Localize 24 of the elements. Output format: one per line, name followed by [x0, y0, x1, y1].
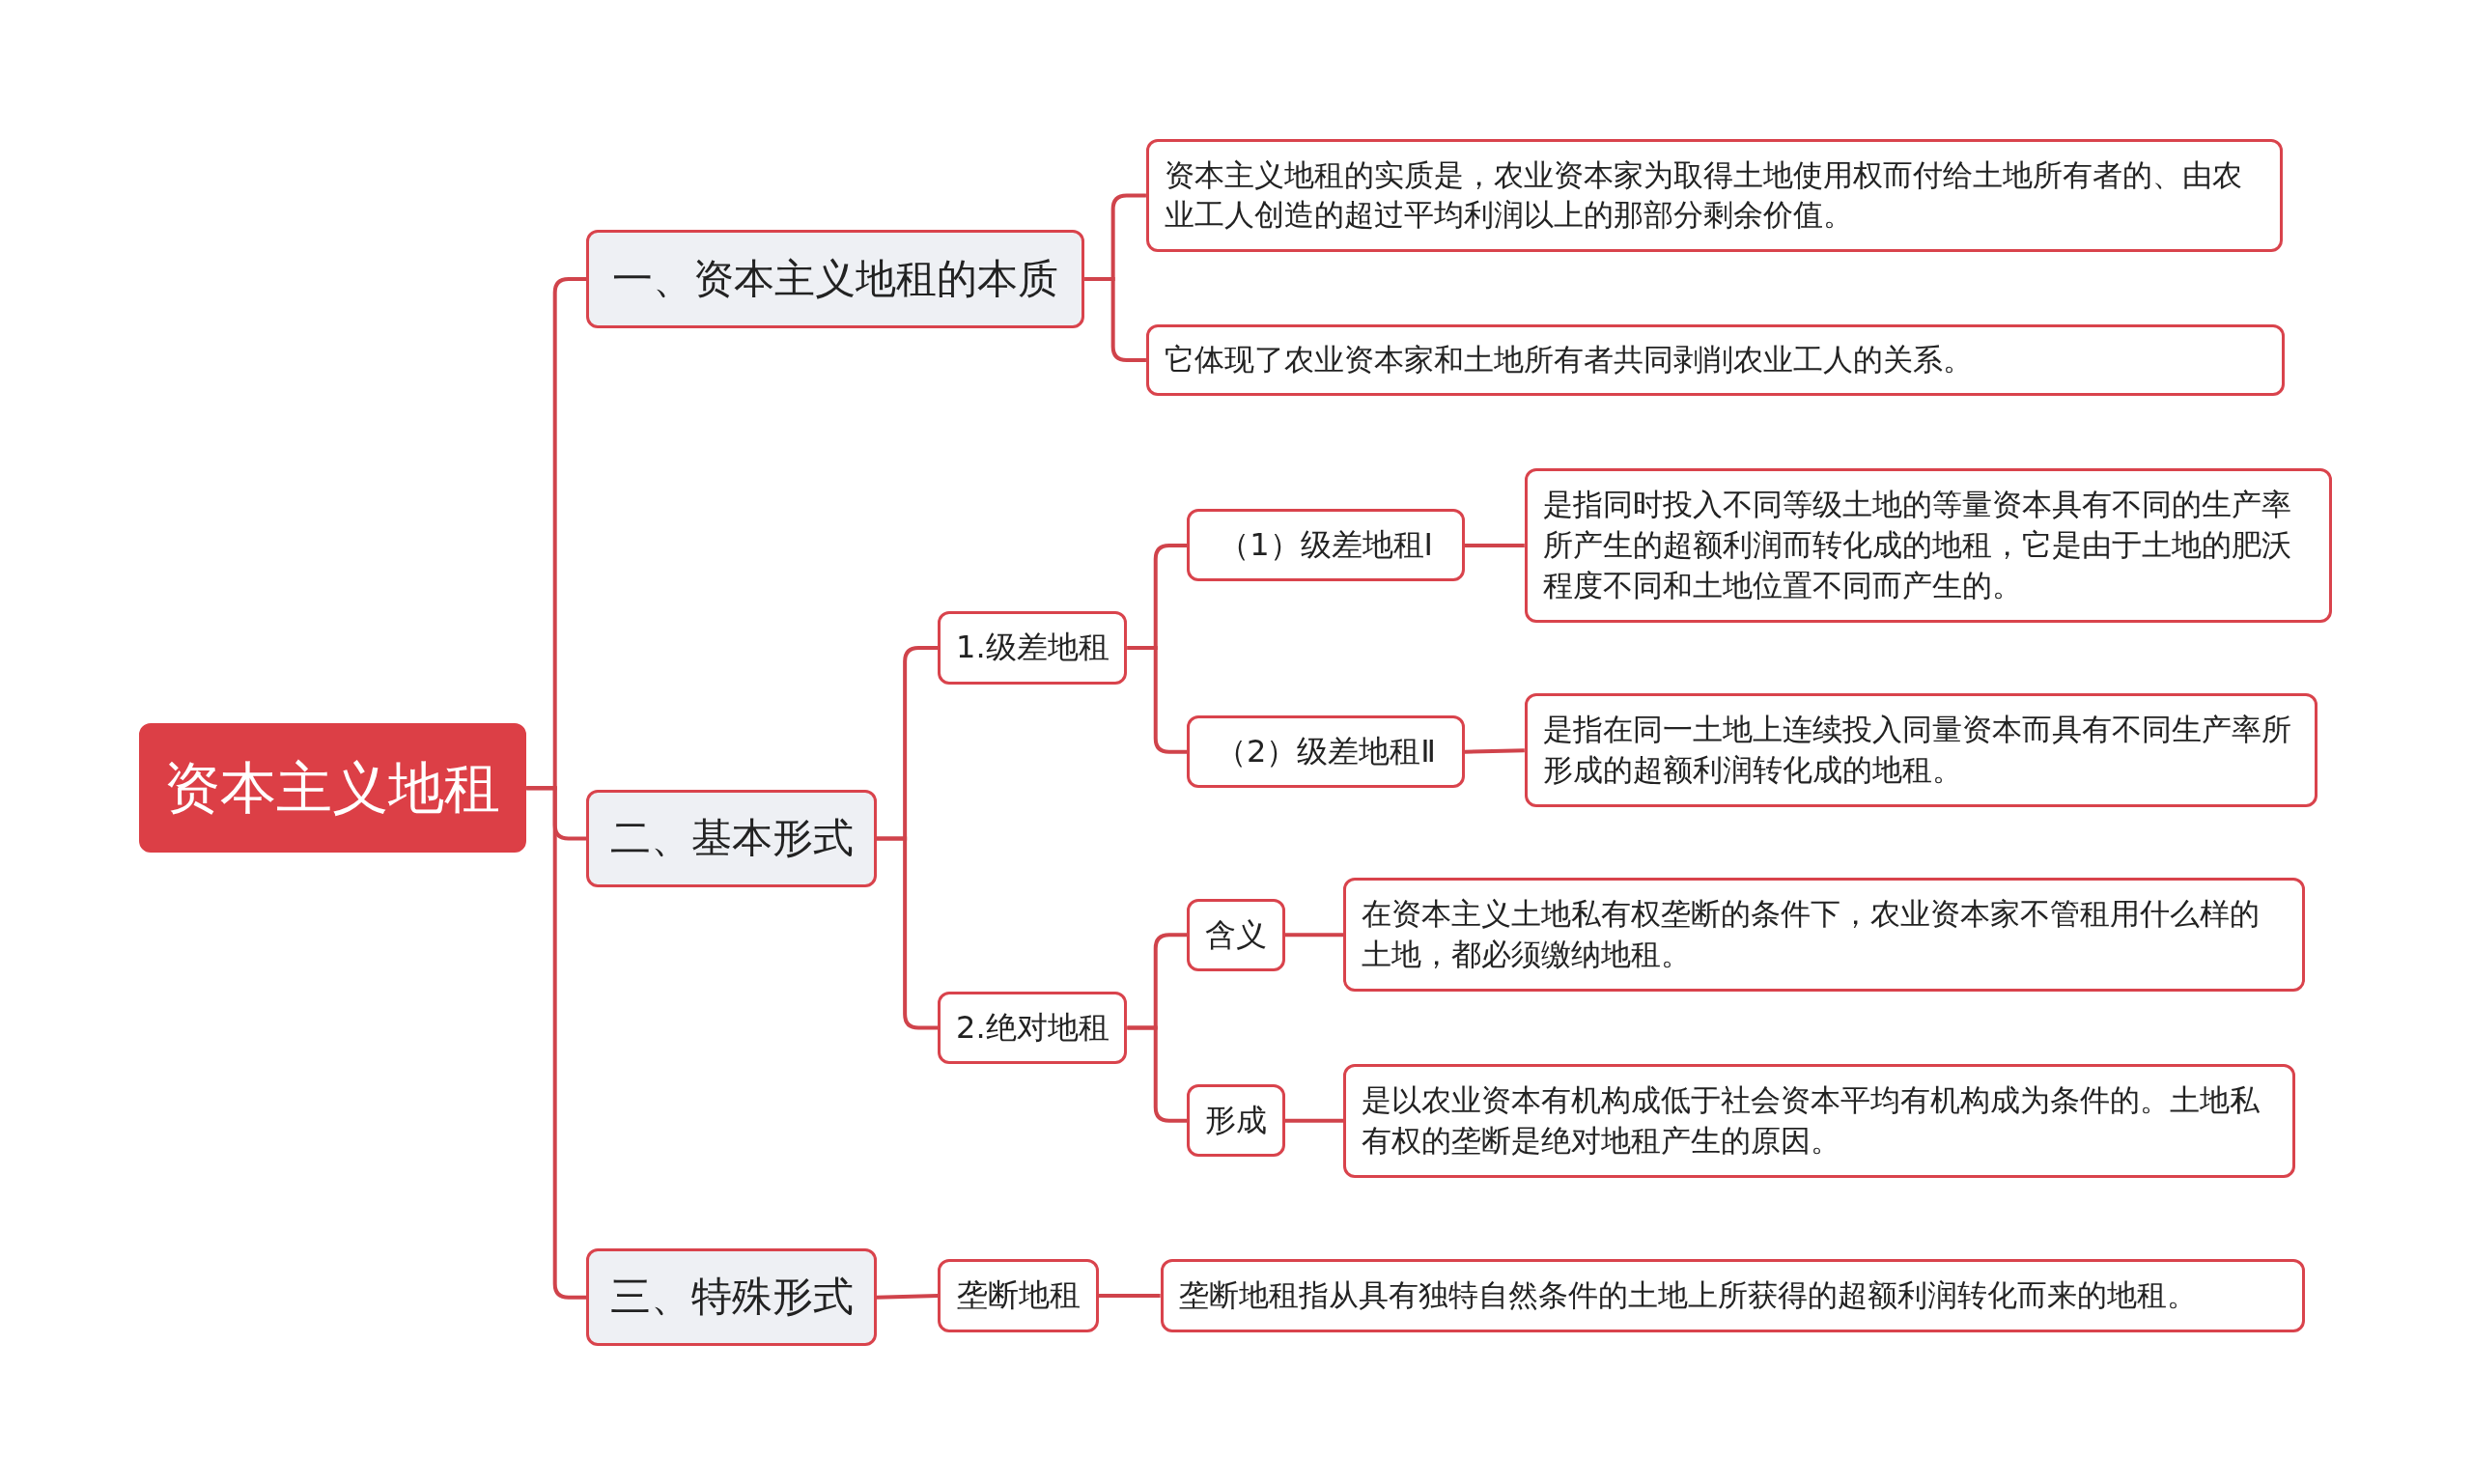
subtopic-box: 含义	[1187, 898, 1285, 971]
text-box: 它体现了农业资本家和土地所有者共同剥削农业工人的关系。	[1145, 324, 2285, 396]
topic-box: 一、资本主义地租的本质	[586, 230, 1085, 328]
connector-line	[1284, 1118, 1343, 1123]
text-box: 资本主义地租的实质是，农业资本家为取得土地使用权而付给土地所有者的、由农业工人创造的超过平均利润以上的那部分剩余价值。	[1145, 138, 2284, 253]
text-box: 是指在同一土地上连续投入同量资本而具有不同生产率所形成的超额利润转化成的地租。	[1524, 693, 2318, 807]
text-box: 是指同时投入不同等级土地的等量资本具有不同的生产率所产生的超额利润而转化成的地租，它是由于土地的肥沃程度不同和土地位置不同而产生的。	[1524, 467, 2332, 623]
text-box: 在资本主义土地私有权垄断的条件下，农业资本家不管租用什么样的土地，都必须缴纳地租。	[1343, 878, 2305, 992]
connector-line	[1098, 1294, 1161, 1299]
subtopic-box: 垄断地租	[938, 1259, 1099, 1332]
root-topic-box: 资本主义地租	[138, 723, 527, 854]
subtopic-box: 1.级差地租	[938, 611, 1128, 685]
subtopic-box: （1）级差地租Ⅰ	[1187, 509, 1465, 582]
connector-line	[1284, 933, 1343, 938]
text-box: 是以农业资本有机构成低于社会资本平均有机构成为条件的。土地私有权的垄断是绝对地租产生的原因。	[1343, 1064, 2296, 1178]
connector-line	[876, 1294, 939, 1300]
subtopic-box: 2.绝对地租	[938, 991, 1128, 1065]
subtopic-box: 形成	[1187, 1084, 1285, 1158]
subtopic-box: （2）级差地租Ⅱ	[1187, 715, 1465, 789]
text-box: 垄断地租指从具有独特自然条件的土地上所获得的超额利润转化而来的地租。	[1160, 1259, 2305, 1332]
connector-line	[1464, 748, 1525, 754]
connector-line	[1464, 543, 1525, 547]
topic-box: 二、基本形式	[586, 789, 877, 888]
topic-box: 三、特殊形式	[586, 1248, 877, 1347]
